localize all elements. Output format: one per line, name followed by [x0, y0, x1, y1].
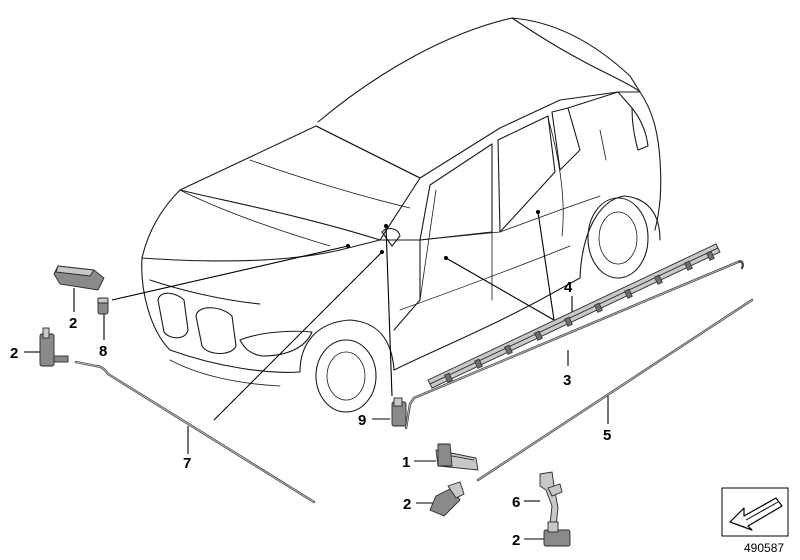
callout-9: 9	[358, 412, 366, 429]
module-2-bottom-right	[543, 521, 571, 547]
callout-6: 6	[512, 494, 520, 511]
suv-outline-icon	[141, 17, 662, 413]
callout-8: 8	[99, 343, 107, 360]
callout-1: 1	[402, 454, 410, 471]
callout-7: 7	[183, 455, 191, 472]
diagram-number: 490587	[744, 541, 784, 555]
module-2-left	[39, 327, 69, 367]
callout-2-top-left: 2	[69, 315, 77, 332]
callout-5: 5	[603, 427, 611, 444]
connector-8	[97, 297, 109, 315]
callout-2-bottom-right: 2	[512, 532, 520, 549]
callout-4: 4	[564, 279, 573, 296]
module-9	[391, 397, 407, 427]
arrow-symbol-icon	[721, 487, 789, 537]
callout-2-left: 2	[10, 345, 18, 362]
module-2-top-left	[53, 265, 105, 291]
bracket-6	[539, 471, 563, 527]
callout-2-bottom: 2	[403, 496, 411, 513]
antenna-3	[404, 260, 744, 430]
module-1	[435, 443, 479, 471]
antenna-7	[74, 360, 316, 504]
antenna-strip-4	[427, 243, 721, 389]
module-2-bottom	[429, 481, 465, 517]
callout-3: 3	[563, 372, 571, 389]
